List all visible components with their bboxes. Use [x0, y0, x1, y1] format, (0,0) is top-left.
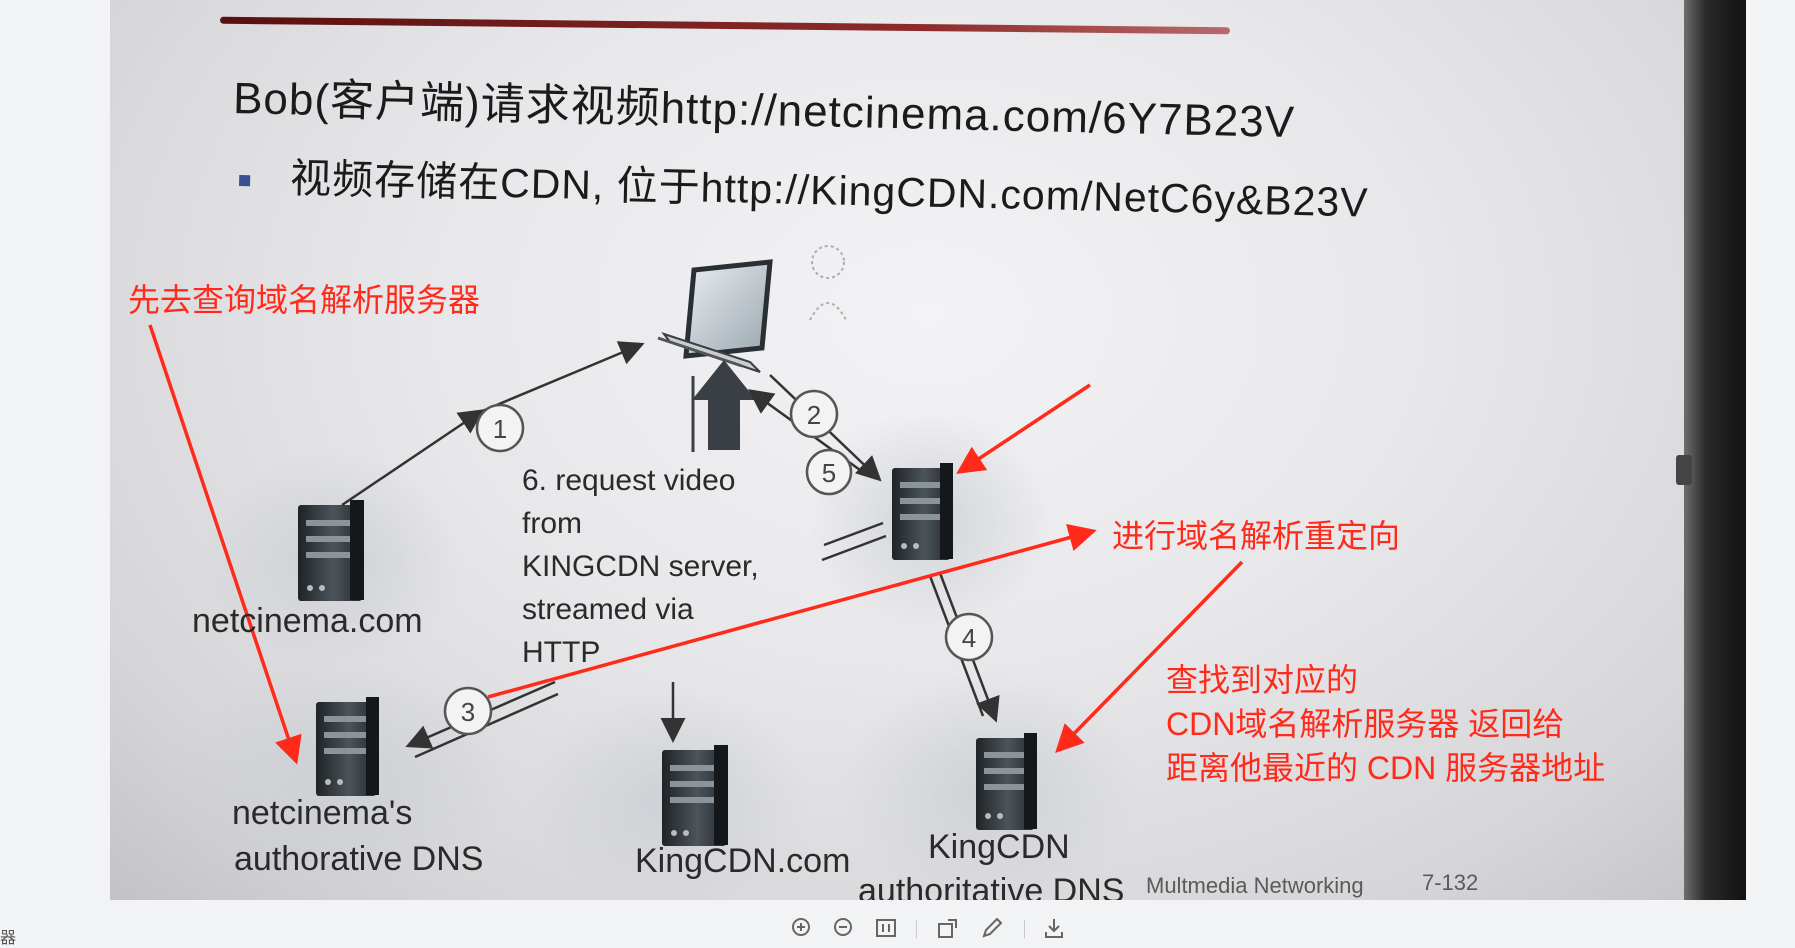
fit-page-icon[interactable] — [874, 916, 898, 940]
step-3-label: 3 — [461, 697, 475, 727]
video-stream-arrow — [691, 360, 756, 452]
annotation-arrows — [148, 324, 1244, 765]
computer-icon — [657, 259, 773, 373]
annotation-found-3: 距离他最近的 CDN 服务器地址 — [1166, 750, 1606, 786]
step-5-label: 5 — [822, 458, 836, 488]
netcinema-server-icon — [298, 500, 364, 601]
netcinema-dns-label-2: authorative DNS — [234, 840, 484, 878]
step-2-label: 2 — [807, 400, 821, 430]
annotation-redirect: 进行域名解析重定向 — [1112, 518, 1401, 554]
person-icon — [809, 245, 847, 321]
step-2-circle — [789, 389, 839, 439]
step-1-circle — [475, 403, 525, 453]
kingcdn-server-label: KingCDN.com — [635, 842, 851, 880]
netcinema-label: netcinema.com — [192, 602, 423, 640]
step-1-label: 1 — [493, 414, 507, 444]
step-6-line-5: HTTP — [522, 636, 601, 669]
dns-arrows — [341, 341, 1000, 759]
step-6-line-1: 6. request video — [522, 464, 736, 497]
zoom-in-icon[interactable] — [790, 916, 814, 940]
clip-shape — [1676, 455, 1692, 485]
netcinema-dns-server-icon — [316, 697, 379, 796]
viewer-toolbar — [0, 912, 1795, 940]
local-dns-server-icon — [892, 463, 953, 560]
annotation-found-2: CDN域名解析服务器 返回给 — [1166, 706, 1565, 742]
annotation-query-dns: 先去查询域名解析服务器 — [128, 282, 481, 318]
kingcdn-dns-server-icon — [976, 733, 1037, 830]
step-5-circle — [805, 448, 853, 496]
step-4-circle — [944, 612, 994, 662]
step-3-circle — [443, 686, 493, 736]
edit-icon[interactable] — [980, 916, 1004, 940]
toolbar-divider — [1024, 920, 1025, 938]
annotation-found-1: 查找到对应的 — [1166, 662, 1359, 698]
step-6-line-4: streamed via — [522, 593, 694, 626]
monitor-bezel — [1676, 0, 1746, 900]
step-4-label: 4 — [962, 623, 976, 653]
kingcdn-server-icon — [662, 745, 728, 846]
rotate-icon[interactable] — [936, 916, 960, 940]
slide-footer: Multmedia Networking — [1146, 873, 1364, 898]
download-icon[interactable] — [1042, 916, 1066, 940]
step-6-line-2: from — [522, 507, 582, 540]
slide-page-number: 7-132 — [1422, 870, 1479, 895]
kingcdn-dns-label-1: KingCDN — [928, 828, 1070, 866]
zoom-out-icon[interactable] — [832, 916, 856, 940]
step-6-line-3: KINGCDN server, — [522, 550, 759, 583]
netcinema-dns-label-1: netcinema's — [232, 794, 413, 832]
cdn-diagram: 1 2 5 4 3 — [148, 245, 1244, 900]
slide-photo: Bob(客户端)请求视频http://netcinema.com/6Y7B23V… — [110, 0, 1746, 900]
kingcdn-dns-label-2: authoritative DNS — [858, 872, 1125, 900]
toolbar-divider — [916, 920, 917, 938]
